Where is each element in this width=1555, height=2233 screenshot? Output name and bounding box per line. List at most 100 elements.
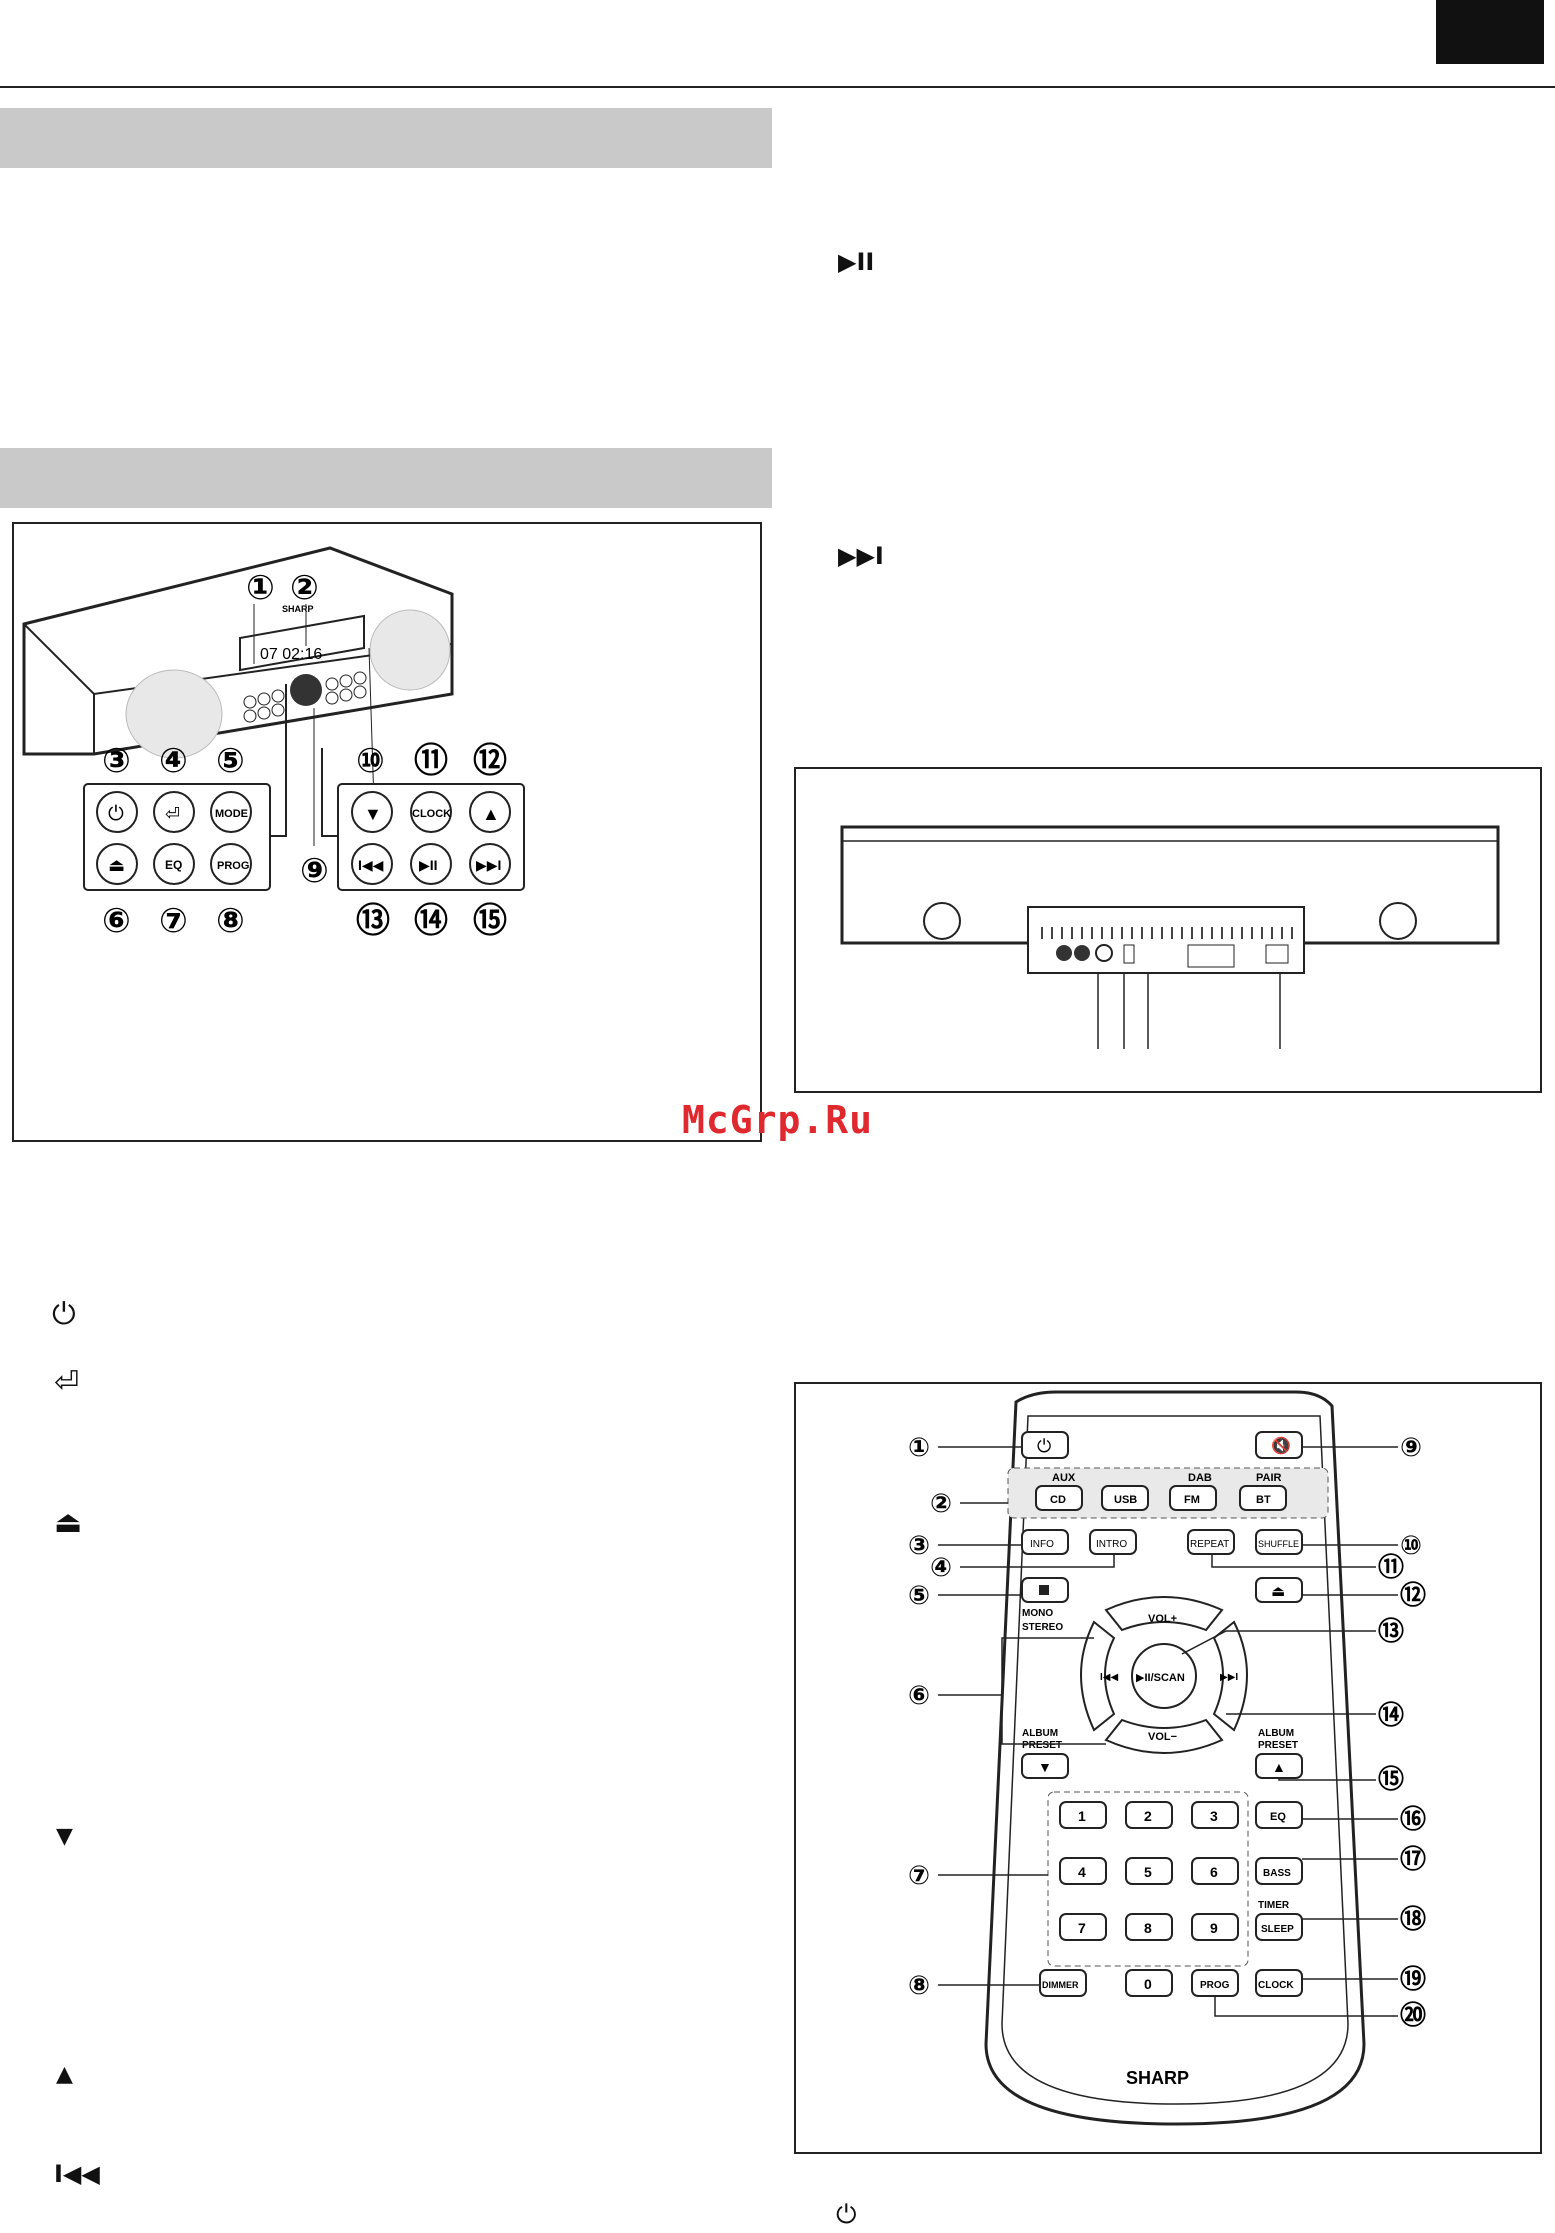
unit-down-icon: ▼ <box>364 804 382 824</box>
callout-11: ⑪ <box>414 742 448 780</box>
main-unit-figure: SHARP 07 02:16 ① ② ⑯ ⑨ ⏻ ⏎ MODE ⏏ EQ <box>12 522 762 1142</box>
remote-callout-9: ⑨ <box>1400 1432 1422 1462</box>
remote-usb-label: USB <box>1114 1494 1137 1506</box>
remote-digit-8: 8 <box>1144 1920 1152 1936</box>
remote-callout-20: ⑳ <box>1400 2000 1426 2030</box>
remote-bt-label: BT <box>1256 1494 1271 1506</box>
unit-power-icon: ⏻ <box>108 803 124 825</box>
callout-14: ⑭ <box>414 902 448 940</box>
up-arrow-icon: ▲ <box>56 2062 73 2087</box>
remote-callout-5: ⑤ <box>908 1580 930 1610</box>
remote-dab-label: DAB <box>1188 1472 1212 1484</box>
remote-clock-label: CLOCK <box>1258 1980 1294 1991</box>
remote-callout-8: ⑧ <box>908 1970 930 2000</box>
remote-callout-19: ⑲ <box>1400 1964 1426 1994</box>
remote-album-right-label: ALBUM <box>1258 1728 1294 1739</box>
remote-callout-13: ⑬ <box>1378 1616 1404 1646</box>
remote-brand: SHARP <box>1126 2068 1189 2088</box>
enter-icon: ⏎ <box>54 1365 80 1400</box>
remote-cd-label: CD <box>1050 1494 1066 1506</box>
remote-stereo-label: STEREO <box>1022 1622 1063 1633</box>
unit-eject-icon: ⏏ <box>108 855 125 875</box>
callout-1: ① <box>246 569 275 607</box>
unit-prev-icon: I◀◀ <box>358 857 384 873</box>
remote-prev-icon: I◀◀ <box>1100 1672 1118 1683</box>
remote-mute-icon: 🔇 <box>1271 1436 1291 1455</box>
unit-enter-icon: ⏎ <box>165 804 180 824</box>
main-unit-illustration: SHARP 07 02:16 ① ② ⑯ ⑨ ⏻ ⏎ MODE ⏏ EQ <box>22 546 525 940</box>
remote-callout-16: ⑯ <box>1400 1804 1426 1834</box>
watermark: McGrp.Ru <box>682 1098 874 1142</box>
remote-callout-18: ⑱ <box>1400 1904 1426 1934</box>
unit-playpause-icon: ▶II <box>419 857 438 873</box>
remote-digit-4: 4 <box>1078 1864 1086 1880</box>
remote-power-icon: ⏻ <box>1037 1436 1051 1456</box>
play-pause-icon: ▶II <box>838 248 875 276</box>
callout-10: ⑩ <box>356 742 385 780</box>
section-bar-top <box>0 108 772 168</box>
remote-next-icon: ▶▶I <box>1220 1672 1238 1683</box>
power-icon-bottom: ⏻ <box>836 2200 857 2230</box>
unit-prog-label: PROG <box>217 860 249 872</box>
unit-next-icon: ▶▶I <box>476 857 501 873</box>
remote-timer-label: TIMER <box>1258 1900 1290 1911</box>
language-tab <box>1436 0 1544 64</box>
section-bar-controls <box>0 448 772 508</box>
remote-digit-3: 3 <box>1210 1808 1218 1824</box>
remote-digit-6: 6 <box>1210 1864 1218 1880</box>
eject-icon: ⏏ <box>54 1505 83 1540</box>
remote-digit-9: 9 <box>1210 1920 1218 1936</box>
callout-2: ② <box>290 569 319 607</box>
remote-sleep-label: SLEEP <box>1261 1924 1294 1935</box>
remote-fm-label: FM <box>1184 1494 1200 1506</box>
remote-info-label: INFO <box>1030 1539 1054 1550</box>
remote-preset-left-label: PRESET <box>1022 1740 1062 1751</box>
remote-callout-14: ⑭ <box>1378 1700 1404 1730</box>
callout-8: ⑧ <box>216 902 245 940</box>
remote-mono-label: MONO <box>1022 1608 1053 1619</box>
power-icon: ⏻ <box>52 1297 76 1332</box>
remote-repeat-label: REPEAT <box>1190 1539 1229 1550</box>
remote-callout-15: ⑮ <box>1378 1764 1404 1794</box>
remote-prog-label: PROG <box>1200 1980 1230 1991</box>
remote-eq-label: EQ <box>1270 1811 1286 1823</box>
unit-clock-label: CLOCK <box>412 808 451 820</box>
remote-callout-12: ⑫ <box>1400 1580 1426 1610</box>
remote-figure: SHARP ⏻ 🔇 AUX DAB PAIR CD USB FM BT INFO… <box>794 1382 1542 2154</box>
remote-down-icon: ▼ <box>1038 1759 1052 1775</box>
remote-callout-4: ④ <box>930 1552 952 1582</box>
remote-digit-0: 0 <box>1144 1976 1152 1992</box>
remote-digit-2: 2 <box>1144 1808 1152 1824</box>
previous-icon: I◀◀ <box>54 2160 100 2188</box>
remote-intro-label: INTRO <box>1096 1539 1127 1550</box>
remote-callout-11: ⑪ <box>1378 1552 1404 1582</box>
remote-volplus-label: VOL+ <box>1148 1613 1177 1625</box>
remote-album-left-label: ALBUM <box>1022 1728 1058 1739</box>
remote-callout-3: ③ <box>908 1530 930 1560</box>
callout-15: ⑮ <box>473 902 507 940</box>
remote-playscan-label: ▶II/SCAN <box>1136 1672 1185 1684</box>
remote-dimmer-label: DIMMER <box>1042 1980 1079 1990</box>
remote-callout-17: ⑰ <box>1400 1844 1426 1874</box>
callout-3: ③ <box>102 742 131 780</box>
remote-callout-2: ② <box>930 1488 952 1518</box>
callout-4: ④ <box>159 742 188 780</box>
next-icon: ▶▶I <box>838 542 884 570</box>
remote-digit-7: 7 <box>1078 1920 1086 1936</box>
remote-eject-icon: ⏏ <box>1271 1583 1285 1600</box>
callout-6: ⑥ <box>102 902 131 940</box>
callout-13: ⑬ <box>356 902 390 940</box>
remote-bass-label: BASS <box>1263 1868 1291 1879</box>
remote-pair-label: PAIR <box>1256 1472 1282 1484</box>
down-arrow-icon: ▼ <box>56 1824 73 1849</box>
remote-digit-5: 5 <box>1144 1864 1152 1880</box>
header-rule <box>0 86 1555 88</box>
unit-up-icon: ▲ <box>482 804 500 824</box>
remote-callout-1: ① <box>908 1432 930 1462</box>
callout-12: ⑫ <box>473 742 507 780</box>
remote-illustration: SHARP ⏻ 🔇 AUX DAB PAIR CD USB FM BT INFO… <box>908 1390 1426 2126</box>
remote-up-icon: ▲ <box>1272 1759 1286 1775</box>
rear-panel-illustration <box>840 825 1500 1049</box>
callout-9: ⑨ <box>300 852 329 890</box>
callout-7: ⑦ <box>159 902 188 940</box>
